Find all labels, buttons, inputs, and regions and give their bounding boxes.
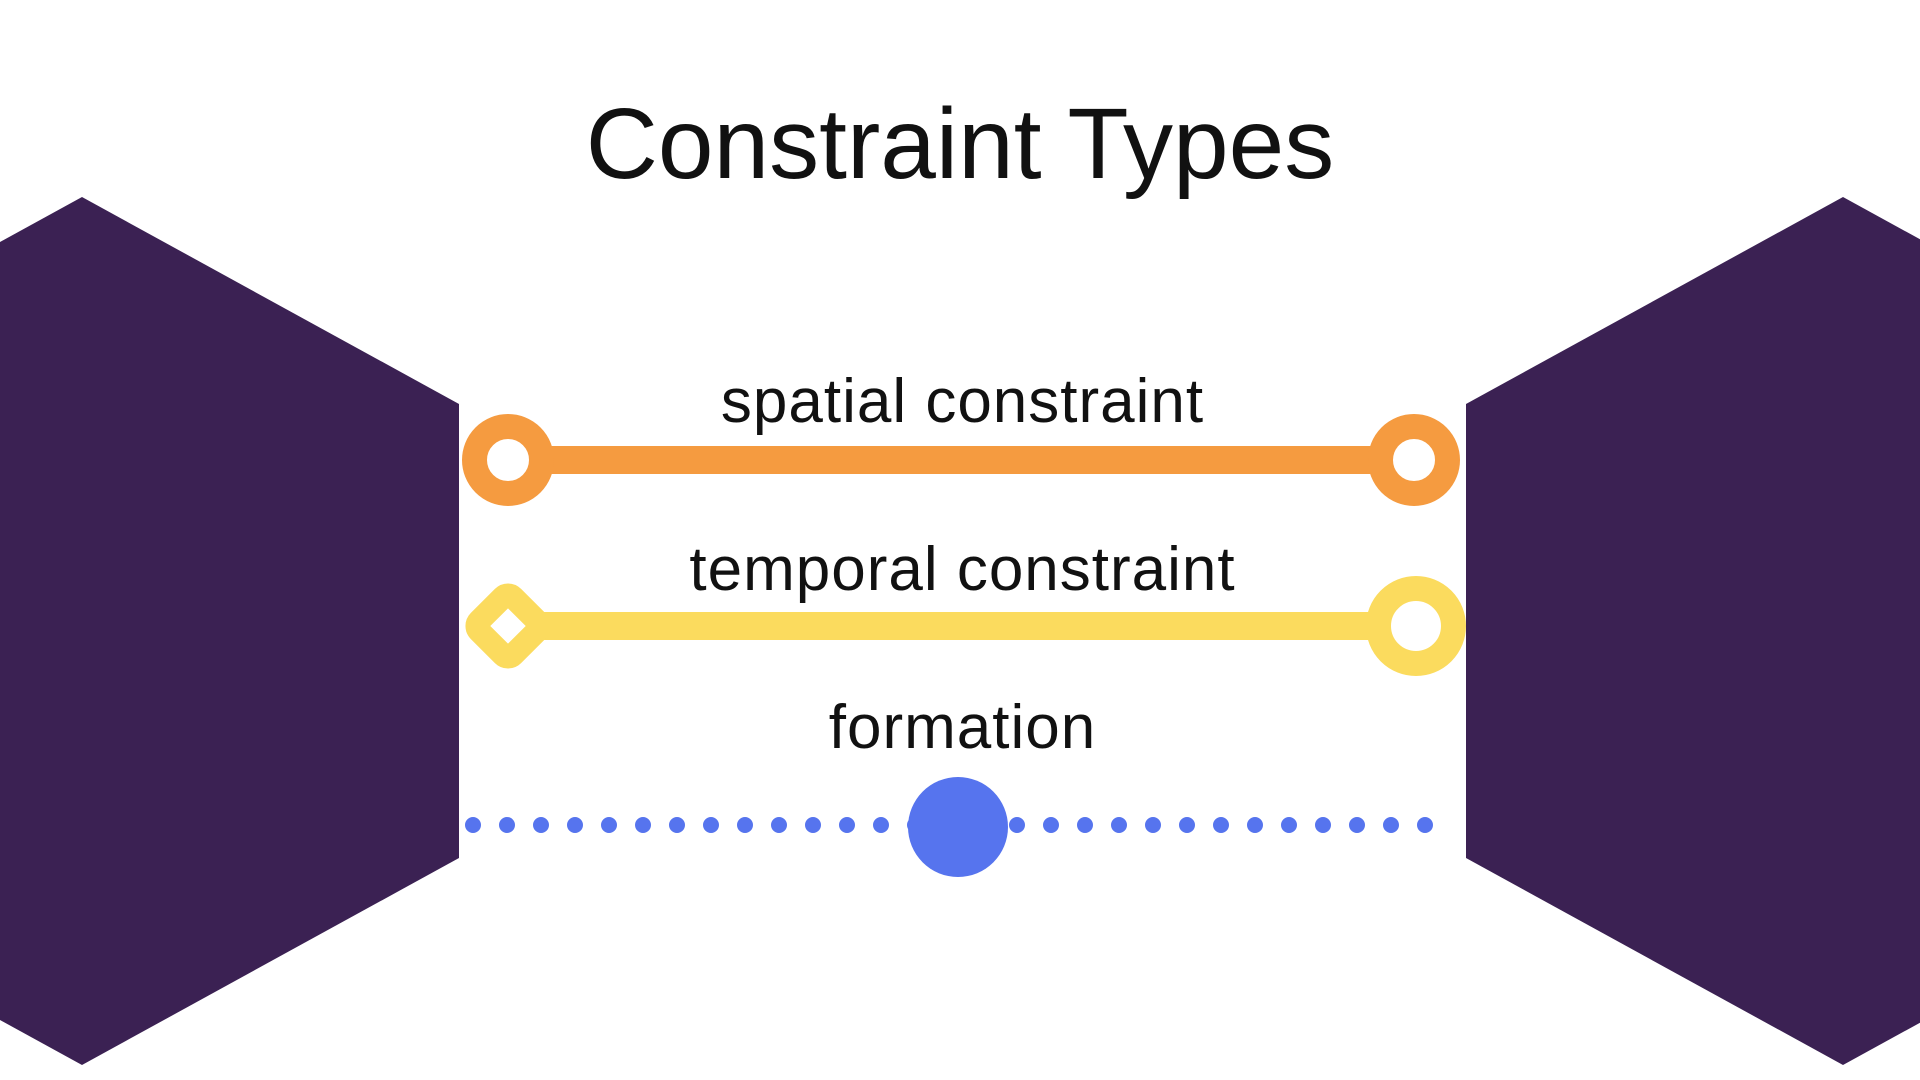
temporal-right-ring-icon bbox=[1366, 576, 1466, 676]
page-title: Constraint Types bbox=[585, 88, 1335, 200]
temporal-left-diamond-icon bbox=[465, 583, 551, 669]
left-hexagon-shape bbox=[0, 197, 459, 1065]
spatial-left-ring-icon bbox=[462, 414, 554, 506]
label-formation: formation bbox=[828, 693, 1097, 762]
right-hexagon-shape bbox=[1466, 197, 1920, 1065]
formation-node-circle-icon bbox=[908, 777, 1008, 877]
label-temporal-constraint: temporal constraint bbox=[689, 535, 1236, 604]
label-spatial-constraint: spatial constraint bbox=[720, 367, 1205, 436]
spatial-right-ring-icon bbox=[1368, 414, 1460, 506]
